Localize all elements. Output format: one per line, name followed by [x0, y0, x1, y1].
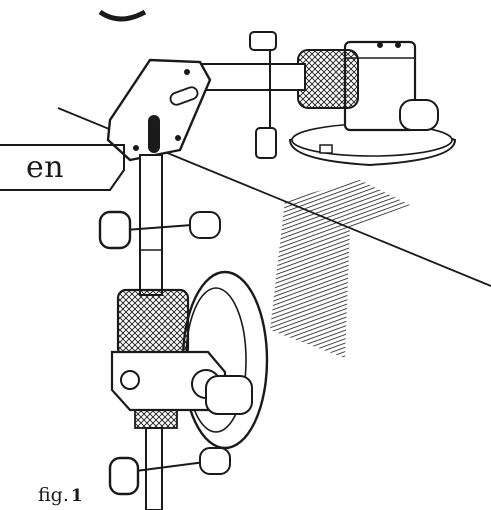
upper-suction-mount	[288, 40, 457, 167]
vertical-rod	[139, 154, 163, 296]
hinge-plate	[106, 58, 212, 162]
language-label: en	[26, 150, 65, 185]
top-edge-shape	[98, 9, 147, 22]
figure-number: 1	[70, 486, 83, 506]
horizontal-arm	[189, 31, 306, 159]
language-tab-frame	[0, 144, 125, 191]
figure-caption: fig.1	[38, 484, 83, 507]
lower-knurled-clamp	[110, 288, 253, 429]
thumb-screw-upper	[98, 210, 221, 250]
figure-prefix: fig.	[38, 484, 69, 506]
thumb-screw-lower	[108, 427, 231, 510]
glass-reflection-hatch	[270, 180, 410, 358]
